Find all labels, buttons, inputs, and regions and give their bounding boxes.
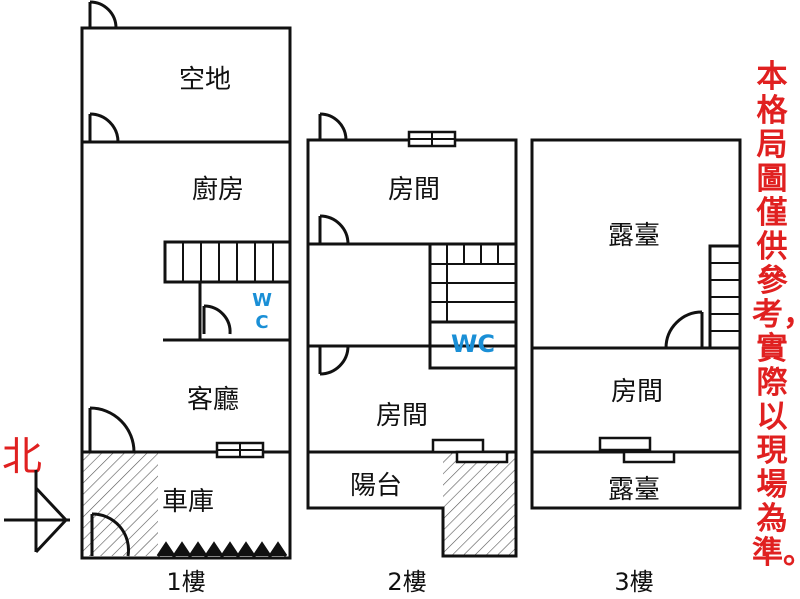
north-arrow-icon xyxy=(4,470,70,554)
room-3: 房間 xyxy=(611,377,663,407)
door-icon xyxy=(90,512,130,557)
floor-2-outline xyxy=(306,138,518,558)
disclaimer-note: 本格局圖僅供參考，實際以現場為準。 xyxy=(752,59,800,571)
floor-label-1: 1樓 xyxy=(166,568,205,596)
room-terrace-upper: 露臺 xyxy=(608,221,660,251)
door-icon xyxy=(88,112,120,143)
door-icon xyxy=(664,310,704,349)
room-kitchen: 廚房 xyxy=(192,175,244,205)
floor-2 xyxy=(306,112,518,558)
floor-label-3: 3樓 xyxy=(614,568,653,596)
compass: 北 xyxy=(2,434,70,554)
door-icon xyxy=(88,0,118,29)
garage-hatch xyxy=(82,452,158,556)
room-open-space: 空地 xyxy=(179,65,231,95)
door-icon xyxy=(318,345,350,376)
door-icon xyxy=(318,214,350,245)
rolling-gate-icon xyxy=(156,541,288,559)
door-icon xyxy=(202,304,232,335)
room-terrace-lower: 露臺 xyxy=(608,475,660,505)
room-living-room: 客廳 xyxy=(187,385,239,415)
room-lower-2: 房間 xyxy=(376,401,428,431)
room-garage: 車庫 xyxy=(162,487,214,517)
window-icon xyxy=(598,436,652,452)
wc-label-1: W xyxy=(252,290,272,311)
stairs-1 xyxy=(163,240,292,284)
room-balcony: 陽台 xyxy=(350,471,402,501)
balcony-hatch xyxy=(443,452,517,556)
room-upper-2: 房間 xyxy=(388,175,440,205)
door-icon xyxy=(88,406,136,453)
wc-label-2: WC xyxy=(451,330,495,358)
floor-label-2: 2樓 xyxy=(387,568,426,596)
floor-1-outline xyxy=(80,26,292,560)
floor-1 xyxy=(80,0,292,560)
floor-3 xyxy=(530,138,742,510)
window-icon xyxy=(431,438,485,454)
svg-text:C: C xyxy=(255,312,268,333)
door-icon xyxy=(318,112,348,141)
wc-box-2 xyxy=(428,320,518,370)
